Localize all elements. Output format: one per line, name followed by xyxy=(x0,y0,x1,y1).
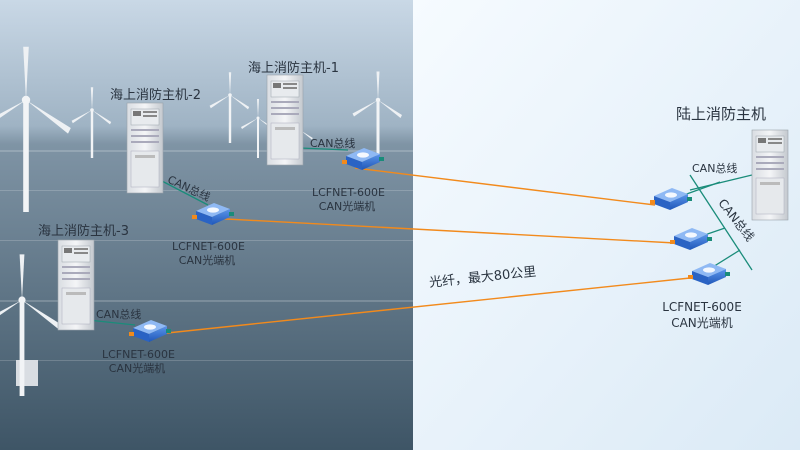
can-bus-label-3: CAN总线 xyxy=(96,308,142,321)
converter-1-type: CAN光端机 xyxy=(318,200,376,213)
onshore-panel xyxy=(413,0,800,450)
converter-2-caption: LCFNET-600E CAN光端机 xyxy=(172,240,245,268)
sea-waves xyxy=(0,150,413,361)
onshore-host-cabinet xyxy=(751,129,789,221)
converter-3-caption: LCFNET-600E CAN光端机 xyxy=(102,348,175,376)
converter-1-model: LCFNET-600E xyxy=(312,186,385,199)
converter-2-model: LCFNET-600E xyxy=(172,240,245,253)
fiber-links xyxy=(147,167,691,336)
converter-1-caption: LCFNET-600E CAN光端机 xyxy=(312,186,385,214)
offshore-host-2-cabinet xyxy=(126,102,164,194)
offshore-host-3-title: 海上消防主机-3 xyxy=(38,224,129,239)
offshore-host-3-cabinet xyxy=(57,239,95,331)
offshore-host-1-cabinet xyxy=(266,74,304,166)
converter-2-type: CAN光端机 xyxy=(178,254,236,267)
fiber-line-1 xyxy=(354,167,656,206)
wind-turbines xyxy=(0,46,402,396)
converter-3-model: LCFNET-600E xyxy=(102,348,175,361)
can-bus-label-onshore: CAN总线 xyxy=(692,162,738,175)
offshore-host-2-title: 海上消防主机-2 xyxy=(110,88,201,103)
fiber-line-3 xyxy=(147,277,691,336)
onshore-converter-model: LCFNET-600E xyxy=(662,300,742,314)
onshore-host-title: 陆上消防主机 xyxy=(676,105,767,123)
onshore-converter-caption: LCFNET-600E CAN光端机 xyxy=(662,299,742,331)
converter-3-type: CAN光端机 xyxy=(108,362,166,375)
can-bus-label-1: CAN总线 xyxy=(310,137,356,150)
fiber-line-2 xyxy=(207,217,676,244)
offshore-host-1-title: 海上消防主机-1 xyxy=(248,61,339,76)
onshore-converter-type: CAN光端机 xyxy=(671,316,733,330)
